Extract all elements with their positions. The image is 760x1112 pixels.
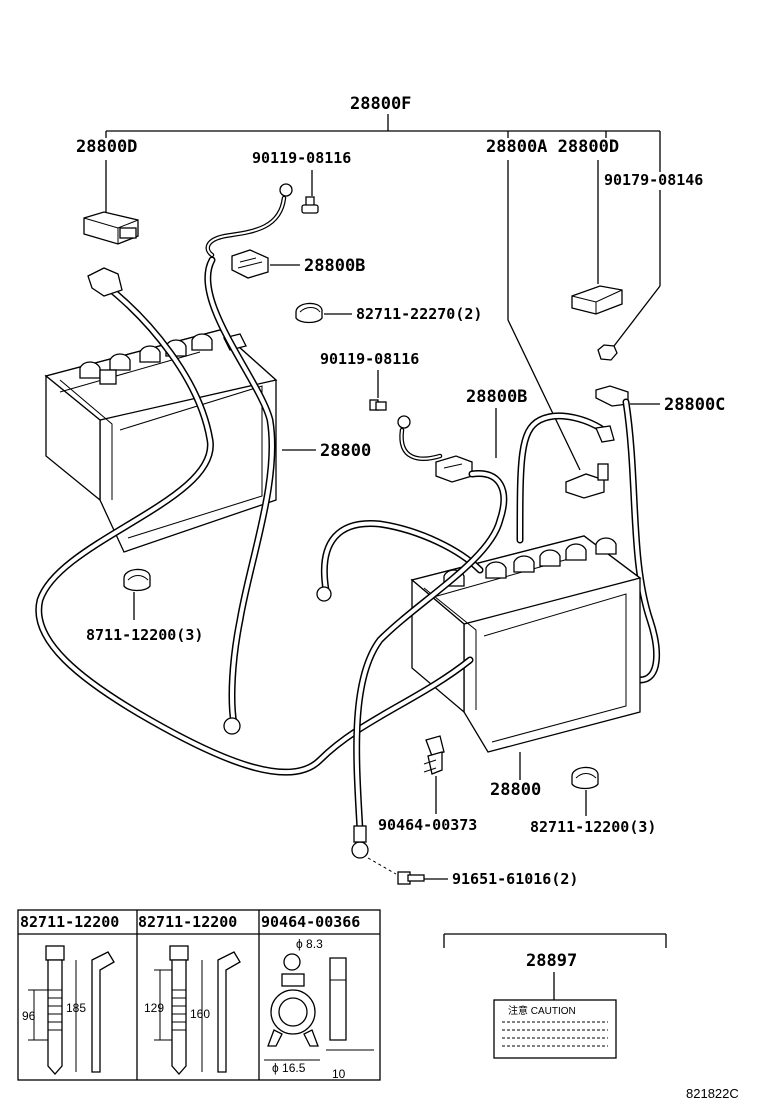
- clamp-mid-label: 82711-22270(2): [356, 305, 482, 323]
- detail-3-dim-a: ϕ 8.3: [296, 937, 323, 951]
- caution-label-icon: [493, 999, 617, 1059]
- drawing-number: 821822C: [686, 1086, 739, 1101]
- nut-icon: [597, 344, 618, 361]
- caution-bracket: [443, 933, 667, 948]
- detail-1-dim-a: 96: [22, 1009, 36, 1023]
- clamp-right-icon: [571, 766, 599, 790]
- clamp-right-label: 82711-12200(3): [530, 818, 656, 836]
- detail-clip-3-icon: [264, 953, 374, 1061]
- clamp-mid-icon: [295, 302, 323, 324]
- part-28800d-left-label: 28800D: [76, 137, 137, 157]
- battery-right-icon: [410, 535, 642, 753]
- clip-bottom-icon: [423, 735, 445, 775]
- detail-1-dim-b: 185: [66, 1001, 86, 1015]
- part-28800b-top-label: 28800B: [304, 256, 365, 276]
- battery-left-icon: [44, 329, 278, 553]
- detail-3-dim-b: ϕ 16.5: [272, 1061, 306, 1075]
- detail-clip-2-icon: [154, 945, 241, 1075]
- bolt-mid-icon: [369, 399, 387, 411]
- detail-3-dim-c: 10: [332, 1067, 346, 1081]
- detail-table: [17, 909, 381, 1081]
- part-28800a-d-label: 28800A 28800D: [486, 137, 619, 157]
- detail-2-dim-b: 160: [190, 1007, 210, 1021]
- nut-label: 90179-08146: [604, 171, 703, 189]
- battery-right-label: 28800: [490, 780, 541, 800]
- part-28800b-mid-label: 28800B: [466, 387, 527, 407]
- detail-clip-1-icon: [28, 945, 115, 1075]
- detail-header-1: 82711-12200: [20, 913, 119, 931]
- assy-label: 28800F: [350, 94, 411, 114]
- bolt-mid-label: 90119-08116: [320, 350, 419, 368]
- part-28800c-label: 28800C: [664, 395, 725, 415]
- terminal-wire-28800b-top: [205, 183, 293, 279]
- bolt-top-icon: [301, 196, 319, 214]
- detail-2-dim-a: 129: [144, 1001, 164, 1015]
- detail-header-2: 82711-12200: [138, 913, 237, 931]
- detail-header-3: 90464-00366: [261, 913, 360, 931]
- cable-28800c: [595, 385, 661, 684]
- caution-part-label: 28897: [526, 951, 577, 971]
- bolt-bottom-icon: [397, 871, 425, 885]
- battery-left-label: 28800: [320, 441, 371, 461]
- bolt-top-label: 90119-08116: [252, 149, 351, 167]
- connector-28800d-right: [571, 285, 623, 315]
- assembly-bracket: [105, 114, 661, 172]
- clip-bottom-label: 90464-00373: [378, 816, 477, 834]
- connector-28800d-left: [83, 211, 139, 245]
- terminal-wire-28800b-mid: [397, 415, 473, 483]
- clamp-left-icon: [123, 568, 151, 592]
- terminal-clamp-28800a: [516, 412, 615, 544]
- cables-28800: [35, 256, 508, 859]
- bolt-bottom-label: 91651-61016(2): [452, 870, 578, 888]
- caution-text: 注意 CAUTION: [508, 1004, 576, 1017]
- clamp-left-label: 8711-12200(3): [86, 626, 203, 644]
